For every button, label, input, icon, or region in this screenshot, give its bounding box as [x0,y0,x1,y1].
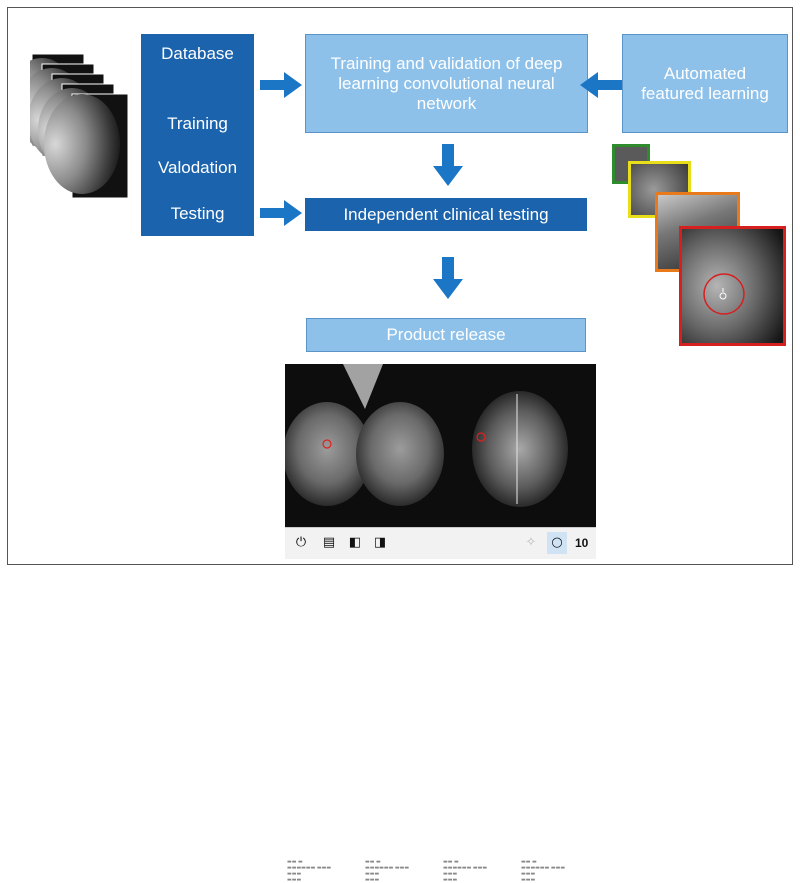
prev-icon[interactable]: ◧ [348,535,362,550]
training-validation-text: Training and validation of deep learning… [330,53,563,113]
database-item-validation: Valodation [157,158,238,177]
database-column: Database Training Valodation Testing [141,34,254,236]
viewer-metadata: ▬▬ ▬▬▬▬▬▬▬ ▬▬▬▬▬▬▬▬▬ [521,859,566,883]
power-icon[interactable]: ⏻ [295,535,307,550]
viewer-toolbar: ⏻ ▤ ◧ ◨ ✧ ○ 10 [285,527,596,559]
lesion-marker-icon [476,432,486,442]
feature-tile-red [679,226,786,346]
automated-learning-text: Automated featured learning [641,63,769,103]
crosshair-icon[interactable]: ✧ [525,535,537,550]
viewer-metadata: ▬▬ ▬▬▬▬▬▬▬ ▬▬▬▬▬▬▬▬▬ [365,859,410,883]
training-validation-box: Training and validation of deep learning… [305,34,588,133]
arrow-down-icon [433,257,463,299]
arrow-down-icon [433,144,463,186]
viewer-image [285,364,568,507]
arrow-right-icon [260,72,302,98]
mammogram-stack [30,53,129,199]
stack-layer [44,93,129,199]
lesion-marker-icon [322,439,332,449]
figure-frame [7,7,793,565]
database-item-training: Training [167,114,228,133]
next-icon[interactable]: ◨ [373,535,387,550]
viewer-metadata: ▬▬ ▬▬▬▬▬▬▬ ▬▬▬▬▬▬▬▬▬ [443,859,488,883]
arrow-left-icon [580,72,622,98]
viewer-metadata: ▬▬ ▬▬▬▬▬▬▬ ▬▬▬▬▬▬▬▬▬ [287,859,332,883]
product-release-text: Product release [386,325,506,344]
clinical-testing-text: Independent clinical testing [343,204,549,224]
arrow-right-icon [260,200,302,226]
mammography-viewer: ▬▬ ▬▬▬▬▬▬▬ ▬▬▬▬▬▬▬▬▬ ▬▬ ▬▬▬▬▬▬▬ ▬▬▬▬▬▬▬▬… [285,364,596,883]
product-release-box: Product release [306,318,586,352]
automated-learning-box: Automated featured learning [622,34,788,133]
lesion-marker-icon [703,273,745,315]
clinical-testing-box: Independent clinical testing [305,198,587,231]
layout-icon[interactable]: ▤ [322,535,336,550]
zoom-value: 10 [575,536,589,550]
circle-icon[interactable]: ○ [547,532,567,554]
database-title: Database [161,44,234,63]
database-item-testing: Testing [170,204,225,223]
